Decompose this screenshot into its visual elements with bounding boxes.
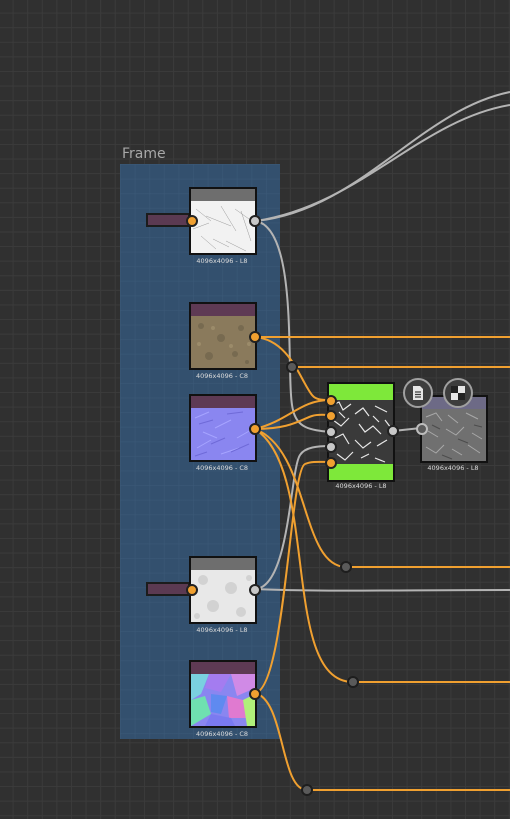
- exposed-parameter-chip[interactable]: [146, 213, 190, 227]
- reroute-dot: [347, 676, 359, 688]
- input-port[interactable]: [325, 395, 337, 407]
- node-resolution-label: 4096x4096 - L8: [427, 464, 479, 472]
- normal-map-node[interactable]: [189, 394, 257, 462]
- node-resolution-label: 4096x4096 - C8: [195, 372, 249, 380]
- colorful-normal-node[interactable]: [189, 660, 257, 728]
- node-header: [191, 662, 255, 674]
- output-port[interactable]: [249, 423, 261, 435]
- node-thumbnail: [191, 201, 255, 253]
- node-header: [191, 396, 255, 408]
- output-port[interactable]: [249, 215, 261, 227]
- node-thumbnail: [329, 400, 393, 464]
- wire-gray: [255, 220, 331, 433]
- node-header: [191, 558, 255, 570]
- node-thumbnail: [422, 409, 486, 461]
- output-port[interactable]: [249, 331, 261, 343]
- node-header: [329, 384, 393, 400]
- node-thumbnail: [191, 570, 255, 622]
- input-port[interactable]: [186, 215, 198, 227]
- white-noise-node[interactable]: [189, 556, 257, 624]
- node-resolution-label: 4096x4096 - L8: [335, 482, 387, 490]
- node-thumbnail: [191, 316, 255, 368]
- node-header: [191, 304, 255, 316]
- reroute-dot: [340, 561, 352, 573]
- input-port[interactable]: [416, 423, 428, 435]
- input-port[interactable]: [325, 410, 337, 422]
- wire-orange: [254, 428, 510, 568]
- document-icon[interactable]: [403, 378, 433, 408]
- wire-orange: [254, 460, 331, 694]
- wire-orange: [254, 399, 331, 430]
- node-thumbnail: [191, 408, 255, 460]
- output-port[interactable]: [387, 425, 399, 437]
- wire-gray: [255, 91, 510, 222]
- green-blend-node[interactable]: [327, 382, 395, 482]
- input-port[interactable]: [325, 441, 337, 453]
- node-resolution-label: 4096x4096 - L8: [196, 257, 248, 265]
- brown-texture-node[interactable]: [189, 302, 257, 370]
- wire-orange: [254, 413, 331, 430]
- reroute-dot: [286, 361, 298, 373]
- node-header: [191, 189, 255, 201]
- node-footer: [329, 464, 393, 480]
- wire-gray: [255, 445, 331, 590]
- node-resolution-label: 4096x4096 - C8: [195, 730, 249, 738]
- white-grunge-node[interactable]: [189, 187, 257, 255]
- input-port[interactable]: [325, 457, 337, 469]
- wire-orange: [254, 428, 510, 683]
- checker-glyph: [451, 386, 465, 400]
- output-port[interactable]: [249, 584, 261, 596]
- checker-icon[interactable]: [443, 378, 473, 408]
- wire-orange: [254, 692, 510, 791]
- wire-gray: [255, 104, 510, 222]
- document-glyph: [413, 386, 423, 400]
- node-resolution-label: 4096x4096 - L8: [196, 626, 248, 634]
- input-port[interactable]: [325, 426, 337, 438]
- frame-title[interactable]: Frame: [122, 146, 166, 162]
- output-port[interactable]: [249, 688, 261, 700]
- input-port[interactable]: [186, 584, 198, 596]
- wire-gray: [255, 588, 510, 592]
- reroute-dot: [301, 784, 313, 796]
- node-resolution-label: 4096x4096 - C8: [195, 464, 249, 472]
- node-thumbnail: [191, 674, 255, 726]
- exposed-parameter-chip[interactable]: [146, 582, 190, 596]
